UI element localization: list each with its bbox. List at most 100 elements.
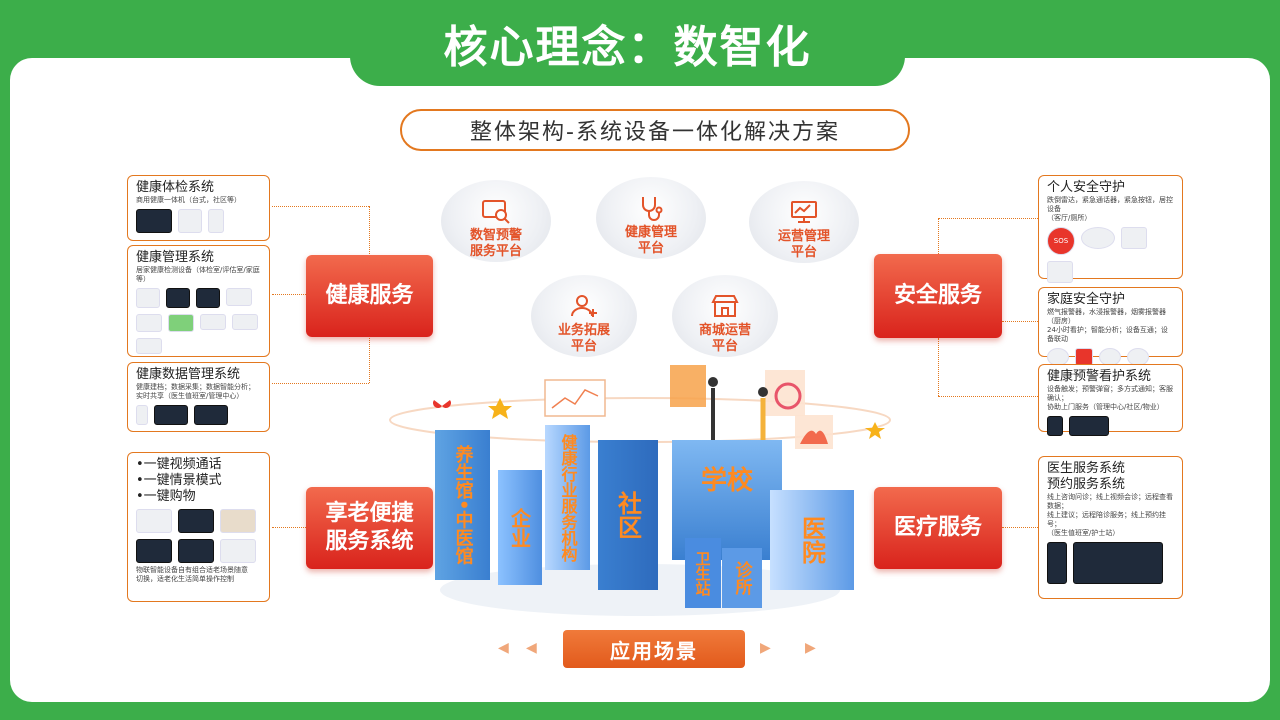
device-image — [136, 209, 172, 233]
home-safety-title: 家庭安全守护 — [1047, 292, 1126, 307]
health-check-card[interactable]: 健康体检系统 商用健康一体机（台式，社区等） — [127, 175, 270, 241]
page-title: 核心理念：数智化 — [443, 22, 812, 73]
health-management-title: 健康管理系统 — [136, 250, 215, 265]
device-image — [1081, 227, 1115, 249]
building-health-station[interactable]: 卫生站 — [685, 538, 721, 608]
medical-system-card[interactable]: 医生服务系统 预约服务系统 线上咨询问诊；线上视频会诊；远程查看数据； 线上建议… — [1038, 456, 1183, 599]
connector-line — [1002, 527, 1038, 528]
device-image — [1047, 261, 1073, 283]
platform-operation[interactable]: 运营管理 平台 — [749, 181, 859, 263]
city-scene: 养生馆•中医馆 企业 健康行业服务机构 社区 学校 卫生站 诊所 医院 — [380, 360, 900, 620]
connector-line — [938, 218, 1038, 219]
connector-line — [272, 527, 306, 528]
one-key-shopping-item: •一键购物 — [136, 489, 196, 504]
sos-button-image: SOS — [1047, 227, 1075, 255]
device-image — [136, 314, 162, 332]
health-data-screens — [136, 405, 261, 425]
health-check-title: 健康体检系统 — [136, 180, 215, 195]
phone-image — [136, 405, 148, 425]
home-safety-desc: 燃气报警器，水浸报警器，烟雾报警器（厨房） — [1047, 308, 1166, 325]
device-image — [178, 209, 202, 233]
health-alert-card[interactable]: 健康预警看护系统 设备触发；预警弹窗；多方式通知；客服确认； 协助上门服务（管理… — [1038, 364, 1183, 436]
building-clinic[interactable]: 诊所 — [722, 548, 762, 608]
medical-system-desc: 线上咨询问诊；线上视频会诊；远程查看数据； — [1047, 493, 1173, 510]
device-image — [136, 539, 172, 563]
connector-line — [938, 218, 939, 254]
device-image — [178, 539, 214, 563]
right-arrow-icon: ▶ — [760, 640, 771, 656]
one-key-video-item: •一键视频通话 — [136, 457, 222, 472]
platform-business-label-1: 业务拓展 — [557, 323, 610, 338]
platform-health[interactable]: 健康管理 平台 — [596, 177, 706, 259]
health-management-desc: 居家健康检测设备（体检室/评估室/家庭等） — [136, 266, 260, 283]
platform-business[interactable]: 业务拓展 平台 — [531, 275, 637, 357]
health-service-button[interactable]: 健康服务 — [306, 255, 433, 337]
health-management-card[interactable]: 健康管理系统 居家健康检测设备（体检室/评估室/家庭等） — [127, 245, 270, 357]
building-community[interactable]: 社区 — [598, 440, 658, 590]
search-warning-icon — [482, 200, 510, 224]
device-image — [136, 288, 160, 308]
platform-mall-label-1: 商城运营 — [698, 323, 751, 338]
connector-line — [938, 396, 1038, 397]
elder-service-card[interactable]: •一键视频通话 •一键情景模式 •一键购物 物联智能设备自有组合适老场景随意 切… — [127, 452, 270, 602]
health-data-card[interactable]: 健康数据管理系统 健康建档；数据采集；数据智能分析； 实时共享（医生值班室/管理… — [127, 362, 270, 432]
building-hospital[interactable]: 医院 — [770, 490, 854, 590]
user-add-icon — [571, 295, 597, 317]
connector-line — [272, 206, 369, 207]
dashboard-image — [154, 405, 188, 425]
health-alert-desc: 协助上门服务（管理中心/社区/物业） — [1047, 403, 1164, 411]
safety-service-button[interactable]: 安全服务 — [874, 254, 1002, 338]
platform-operation-label-1: 运营管理 — [777, 229, 830, 244]
health-data-desc: 实时共享（医生值班室/管理中心） — [136, 392, 244, 400]
medical-service-button[interactable]: 医疗服务 — [874, 487, 1002, 569]
personal-safety-devices: SOS — [1047, 227, 1174, 283]
connector-line — [938, 338, 939, 396]
elder-service-devices — [136, 509, 261, 563]
appointment-service-title: 预约服务系统 — [1047, 477, 1126, 492]
platform-warning[interactable]: 数智预警 服务平台 — [441, 180, 551, 262]
device-image — [200, 314, 226, 330]
device-image — [1121, 227, 1147, 249]
health-management-devices — [136, 288, 261, 354]
left-arrow-icon: ◀ — [526, 640, 537, 656]
device-image — [220, 539, 256, 563]
elder-service-label-2: 服务系统 — [325, 529, 414, 554]
dashboard-image — [194, 405, 228, 425]
right-arrow-icon: ▶ — [805, 640, 816, 656]
device-image — [226, 288, 252, 306]
elder-service-desc: 切换，适老化生活简单操作控制 — [136, 575, 234, 583]
elder-service-label-1: 享老便捷 — [325, 501, 414, 526]
device-image — [232, 314, 258, 330]
device-image — [208, 209, 224, 233]
medical-system-screens — [1047, 542, 1174, 584]
device-image — [178, 509, 214, 533]
dashboard-image — [1069, 416, 1109, 436]
left-arrow-icon: ◀ — [498, 640, 509, 656]
health-check-devices — [136, 209, 261, 233]
platform-warning-label-2: 服务平台 — [469, 244, 522, 259]
building-industry-org[interactable]: 健康行业服务机构 — [545, 425, 590, 570]
building-enterprise[interactable]: 企业 — [498, 470, 542, 585]
platform-health-label-1: 健康管理 — [624, 225, 677, 240]
platform-health-label-2: 平台 — [637, 241, 664, 256]
one-key-scene-item: •一键情景模式 — [136, 473, 222, 488]
personal-safety-title: 个人安全守护 — [1047, 180, 1126, 195]
home-safety-card[interactable]: 家庭安全守护 燃气报警器，水浸报警器，烟雾报警器（厨房） 24小时看护；智能分析… — [1038, 287, 1183, 366]
health-data-title: 健康数据管理系统 — [136, 367, 241, 382]
connector-line — [369, 338, 370, 383]
platform-mall[interactable]: 商城运营 平台 — [672, 275, 778, 357]
device-image — [168, 314, 194, 332]
elder-service-button[interactable]: 享老便捷 服务系统 — [306, 487, 433, 569]
medical-system-desc: 线上建议；远程陪诊服务；线上预约挂号； — [1047, 511, 1166, 528]
title-tab: 核心理念：数智化 — [350, 0, 905, 86]
building-elderly-clinic[interactable]: 养生馆•中医馆 — [435, 430, 490, 580]
platform-warning-label-1: 数智预警 — [469, 228, 522, 243]
health-data-desc: 健康建档；数据采集；数据智能分析； — [136, 383, 255, 391]
application-scene-button[interactable]: 应用场景 — [563, 630, 745, 668]
monitor-chart-icon — [791, 201, 817, 223]
subtitle-banner: 整体架构-系统设备一体化解决方案 — [400, 109, 910, 151]
dashboard-image — [1073, 542, 1163, 584]
elder-service-desc: 物联智能设备自有组合适老场景随意 — [136, 566, 248, 574]
connector-line — [1002, 321, 1038, 322]
personal-safety-card[interactable]: 个人安全守护 跌倒雷达，紧急通话器，紧急按钮，居控设备 （客厅/厕所） SOS — [1038, 175, 1183, 283]
